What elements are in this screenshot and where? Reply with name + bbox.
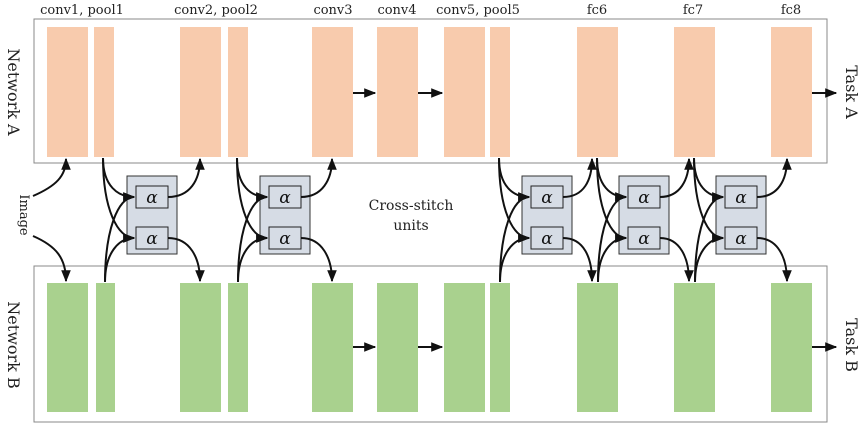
layer-label-fc7: fc7 xyxy=(683,3,703,18)
network-b-fc6 xyxy=(577,283,618,412)
alpha-icon: α xyxy=(638,229,650,249)
cross-stitch-label-line1: Cross-stitch xyxy=(369,198,454,214)
arrow-image-to-a xyxy=(32,157,71,197)
alpha-icon: α xyxy=(541,188,553,208)
alpha-icon: α xyxy=(146,229,158,249)
layer-label-conv1-pool1: conv1, pool1 xyxy=(40,3,124,18)
alpha-icon: α xyxy=(735,188,747,208)
network-b-conv4 xyxy=(377,283,418,412)
cross-stitch-unit-pool1: α α xyxy=(126,175,178,255)
network-b-conv1 xyxy=(47,283,88,412)
network-b-fc7 xyxy=(674,283,715,412)
arrow-cs5-b-in-top xyxy=(694,192,725,283)
arrow-cs5-b-in-bottom xyxy=(694,233,725,283)
arrow-cs1-out-b xyxy=(167,237,205,283)
network-a-conv1 xyxy=(47,27,88,157)
arrow-cs4-b-in-top xyxy=(597,192,628,283)
network-b-label: Network B xyxy=(4,301,23,388)
network-a-conv3 xyxy=(312,27,353,157)
alpha-icon: α xyxy=(279,229,291,249)
layer-label-conv2-pool2: conv2, pool2 xyxy=(174,3,258,18)
arrow-cs2-b-in-bottom xyxy=(237,233,269,283)
network-a-pool2 xyxy=(228,27,248,157)
arrow-cs3-out-b xyxy=(562,237,597,283)
alpha-icon: α xyxy=(735,229,747,249)
network-a-pool1 xyxy=(94,27,114,157)
arrow-cs3-b-in-top xyxy=(499,192,531,283)
arrow-cs2-out-a xyxy=(300,157,337,198)
cross-stitch-units: α α α α α α α α α α xyxy=(126,175,767,255)
layer-label-conv3: conv3 xyxy=(313,3,352,18)
arrow-cs4-b-in-bottom xyxy=(597,233,628,283)
layer-label-fc8: fc8 xyxy=(781,3,801,18)
task-a-label: Task A xyxy=(842,65,861,119)
network-b-conv2 xyxy=(180,283,221,412)
arrow-cs1-out-a xyxy=(167,157,205,198)
task-b-label: Task B xyxy=(842,318,861,372)
network-a-conv2 xyxy=(180,27,221,157)
alpha-icon: α xyxy=(279,188,291,208)
straight-arrows xyxy=(353,88,838,352)
arrow-cs2-out-b xyxy=(300,237,337,283)
network-a-conv4 xyxy=(377,27,418,157)
network-b-conv3 xyxy=(312,283,353,412)
alpha-icon: α xyxy=(146,188,158,208)
network-b-pool2 xyxy=(228,283,248,412)
cross-stitch-unit-fc6: α α xyxy=(618,175,670,255)
arrow-cs3-out-a xyxy=(562,157,597,198)
cross-stitch-arrows xyxy=(102,157,792,283)
network-a-fc8 xyxy=(771,27,812,157)
network-a-blocks xyxy=(47,27,812,157)
arrow-cs2-b-in-top xyxy=(237,192,269,283)
network-b-pool1 xyxy=(96,283,115,412)
layer-label-conv4: conv4 xyxy=(377,3,416,18)
cross-stitch-unit-pool5: α α xyxy=(521,175,573,255)
image-input-label: Image xyxy=(16,194,31,236)
cross-stitch-label-line2: units xyxy=(393,218,428,234)
alpha-icon: α xyxy=(638,188,650,208)
alpha-icon: α xyxy=(541,229,553,249)
arrow-cs5-out-a xyxy=(756,157,792,198)
cross-stitch-unit-pool2: α α xyxy=(259,175,311,255)
network-b-blocks xyxy=(47,283,812,412)
network-b-conv5 xyxy=(444,283,485,412)
arrow-cs5-out-b xyxy=(756,237,792,283)
layer-label-fc6: fc6 xyxy=(587,3,607,18)
network-a-conv5 xyxy=(444,27,485,157)
network-a-fc6 xyxy=(577,27,618,157)
network-a-pool5 xyxy=(490,27,510,157)
network-b-fc8 xyxy=(771,283,812,412)
arrow-cs1-b-in-bottom xyxy=(104,233,136,283)
arrow-cs4-out-b xyxy=(659,237,694,283)
image-input-arrows xyxy=(32,157,71,283)
network-a-label: Network A xyxy=(4,48,23,136)
network-b-pool5 xyxy=(490,283,510,412)
cross-stitch-unit-fc7: α α xyxy=(715,175,767,255)
arrow-cs4-out-a xyxy=(659,157,694,198)
arrow-cs3-b-in-bottom xyxy=(499,233,531,283)
arrow-cs1-b-in-top xyxy=(104,192,136,283)
network-a-fc7 xyxy=(674,27,715,157)
arrow-image-to-b xyxy=(32,235,71,283)
layer-label-conv5-pool5: conv5, pool5 xyxy=(436,3,520,18)
